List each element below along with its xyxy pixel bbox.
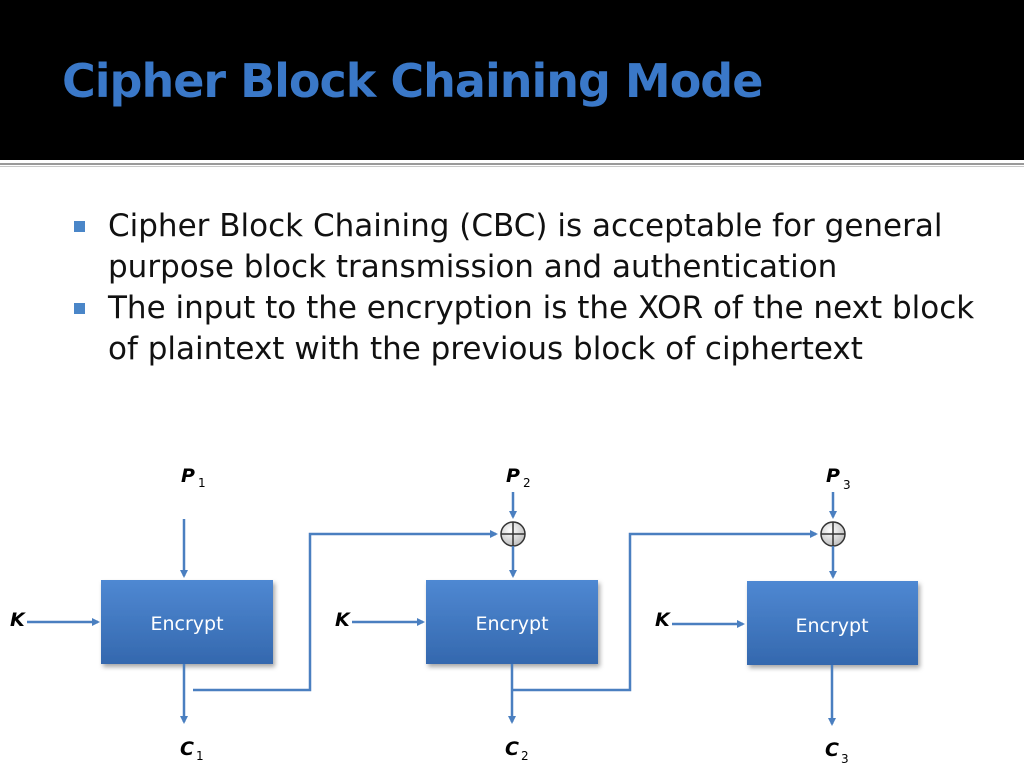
key-label-3: K (655, 609, 671, 631)
encrypt-label-3: Encrypt (795, 615, 868, 637)
title-bar: Cipher Block Chaining Mode (0, 0, 1024, 160)
divider-line (0, 163, 1024, 165)
key-label-1: K (10, 609, 26, 631)
slide-title: Cipher Block Chaining Mode (62, 54, 763, 108)
chain-arrow-1-to-2 (193, 530, 498, 692)
encrypt-label-2: Encrypt (475, 613, 548, 635)
bullet-list: Cipher Block Chaining (CBC) is acceptabl… (72, 206, 1002, 370)
bullet-text: Cipher Block Chaining (CBC) is acceptabl… (108, 208, 943, 285)
square-bullet-icon (74, 221, 85, 232)
square-bullet-icon (74, 303, 85, 314)
divider-line-light (0, 166, 1024, 167)
encrypt-block-3 (747, 581, 918, 665)
bullet-item: The input to the encryption is the XOR o… (72, 288, 1002, 370)
encrypt-block-1 (101, 580, 273, 664)
xor-icon (820, 521, 846, 547)
key-label-2: K (335, 609, 351, 631)
encrypt-label-1: Encrypt (150, 613, 223, 635)
bullet-text: The input to the encryption is the XOR o… (108, 290, 975, 367)
chain-arrow-2-to-3 (512, 530, 818, 692)
encrypt-block-2 (426, 580, 598, 664)
xor-icon (500, 521, 526, 547)
bullet-item: Cipher Block Chaining (CBC) is acceptabl… (72, 206, 1002, 288)
